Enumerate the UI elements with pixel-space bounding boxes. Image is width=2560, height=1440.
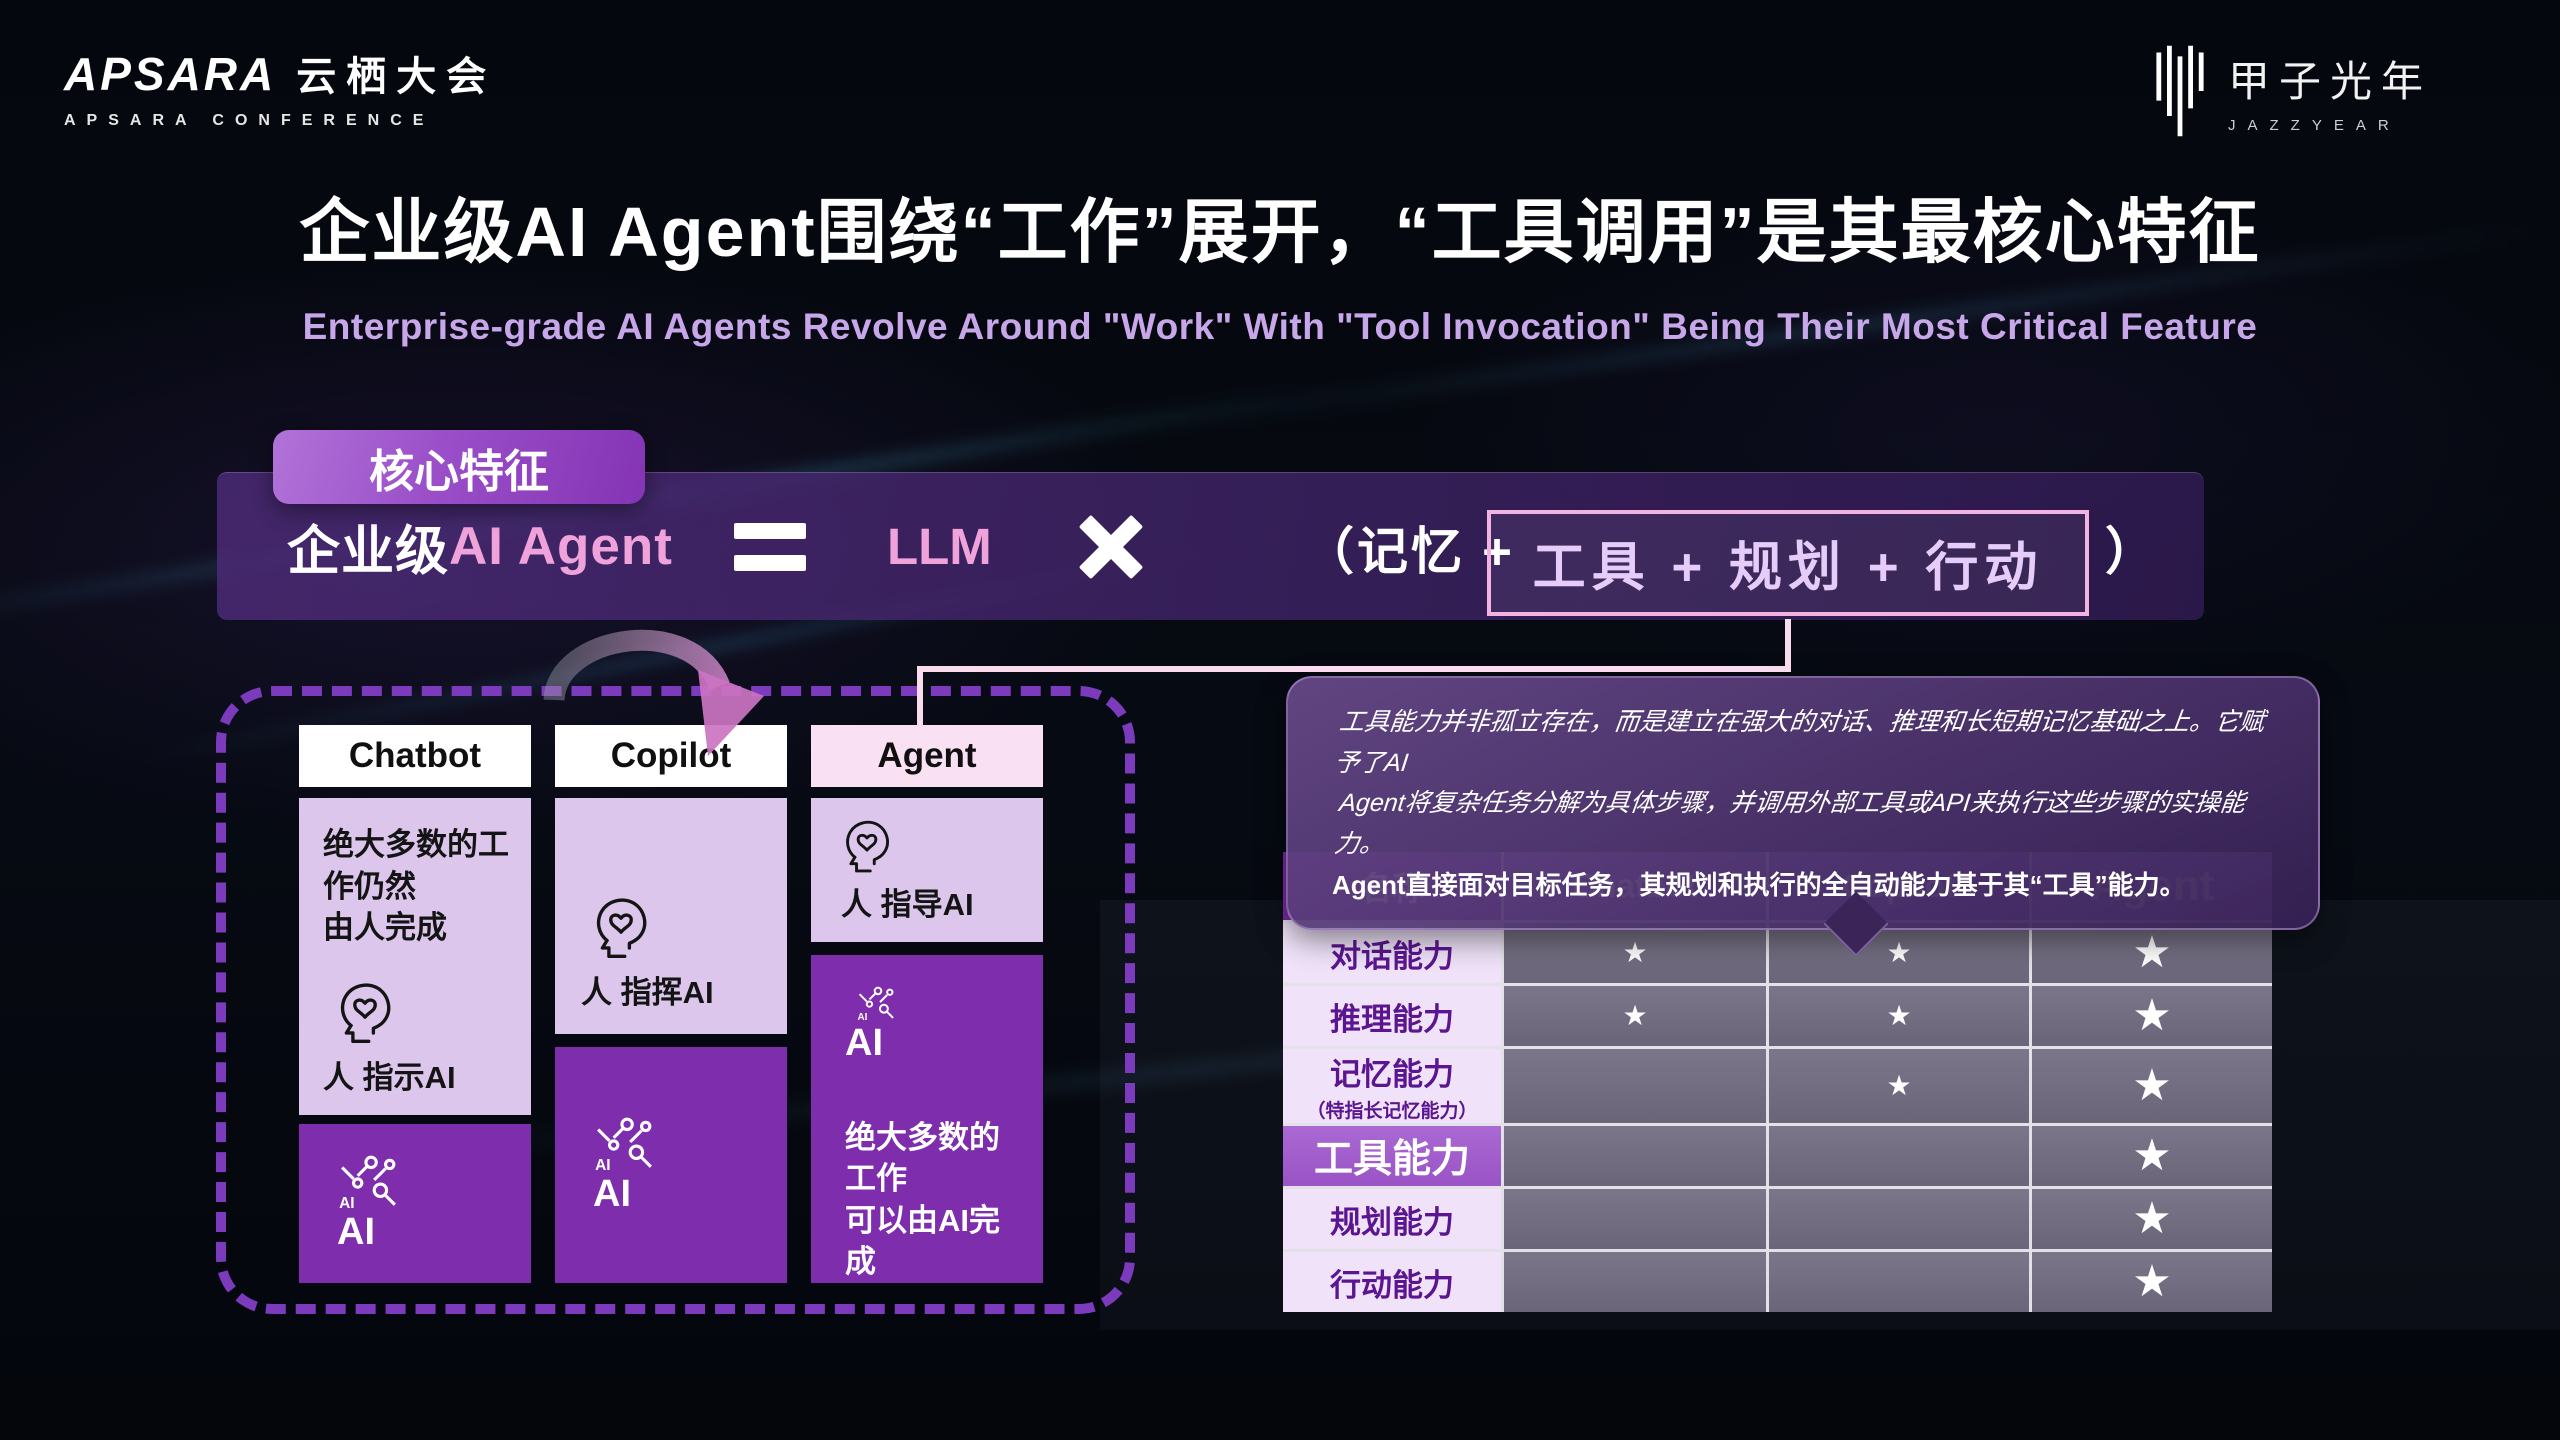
apsara-conference-label: APSARA CONFERENCE: [64, 112, 435, 129]
page-title: 企业级AI Agent围绕“工作”展开，“工具调用”是其最核心特征: [299, 193, 2261, 271]
multiply-icon: [1078, 473, 1144, 620]
agent-column-header: Agent: [811, 725, 1043, 787]
jazzyear-latin-name: JAZZYEAR: [2227, 117, 2401, 134]
tooltip-line-3: Agent直接面对目标任务，其规划和执行的全自动能力基于其“工具”能力。: [1332, 870, 2186, 900]
table-cell: ★: [2032, 986, 2272, 1046]
star: ★: [2132, 928, 2172, 977]
row-label: 规划能力: [1283, 1189, 1501, 1249]
copilot-human-label: 人 指挥AI: [581, 975, 714, 1010]
star: ★: [1886, 1070, 1912, 1101]
svg-text:AI: AI: [339, 1195, 355, 1211]
formula-prefix: 企业级: [287, 521, 449, 581]
table-cell: [1769, 1189, 2029, 1249]
table-cell: ★: [1769, 1049, 2029, 1123]
copilot-human-block: 人 指挥AI: [555, 798, 787, 1034]
tooltip-line-1: 工具能力并非孤立存在，而是建立在强大的对话、推理和长短期记忆基础之上。它赋予了A…: [1332, 708, 2267, 777]
table-cell: [1769, 1252, 2029, 1312]
chatbot-human-block: 绝大多数的工 作仍然 由人完成 人 指示AI: [299, 798, 531, 1115]
human-head-heart-icon: [846, 820, 889, 872]
copilot-ai-label: AI: [593, 1172, 631, 1215]
star: ★: [2132, 1194, 2172, 1243]
page-subtitle: Enterprise-grade AI Agents Revolve Aroun…: [302, 306, 2258, 347]
capability-table: 名称 Chatbot Copilot Agent 对话能力 ★ ★ ★ 推理能力…: [1283, 852, 2272, 1312]
row-label: 记忆能力 （特指长记忆能力）: [1283, 1049, 1501, 1123]
table-cell: ★: [2032, 1126, 2272, 1186]
jazzyear-chinese-name: 甲子光年: [2227, 60, 2432, 106]
tooltip-line-2: Agent将复杂任务分解为具体步骤，并调用外部工具或API来执行这些步骤的实操能…: [1332, 789, 2247, 858]
table-cell: ★: [1769, 923, 2029, 983]
table-cell: ★: [2032, 1189, 2272, 1249]
star: ★: [1622, 1000, 1648, 1031]
chatbot-ai-block: AI AI: [299, 1124, 531, 1283]
chatbot-ai-label: AI: [337, 1211, 375, 1253]
human-head-heart-icon: [340, 983, 391, 1044]
human-head-heart-icon: [596, 898, 647, 959]
copilot-column-header: Copilot: [555, 725, 787, 787]
formula-highlight: AI Agent: [449, 517, 673, 576]
formula-llm: LLM: [887, 518, 992, 575]
core-feature-badge: 核心特征: [273, 430, 645, 504]
table-cell: [1769, 1126, 2029, 1186]
chatbot-top-text: 绝大多数的工 作仍然 由人完成: [323, 827, 509, 946]
table-cell: ★: [2032, 1252, 2272, 1312]
formula-close-paren: ）: [2105, 522, 2157, 580]
tool-capability-tooltip: 工具能力并非孤立存在，而是建立在强大的对话、推理和长短期记忆基础之上。它赋予了A…: [1286, 676, 2320, 957]
ai-circuit-icon: AI: [858, 986, 894, 1022]
agent-ai-label: AI: [845, 1021, 883, 1064]
table-cell: ★: [2032, 1049, 2272, 1123]
agent-bottom-text: 绝大多数的工作 可以由AI完成: [845, 1119, 1000, 1280]
row-label: 对话能力: [1283, 923, 1501, 983]
table-cell: ★: [1504, 923, 1766, 983]
table-cell: [1504, 1252, 1766, 1312]
equals-icon: [734, 473, 806, 620]
copilot-ai-block: AI AI: [555, 1047, 787, 1283]
star: ★: [2132, 991, 2172, 1040]
star: ★: [1622, 937, 1648, 968]
formula-tool-box: 工具 + 规划 + 行动: [1487, 510, 2089, 616]
table-cell: [1504, 1126, 1766, 1186]
table-cell: [1504, 1189, 1766, 1249]
apsara-logo: APSARA 云栖大会 APSARA CONFERENCE: [64, 44, 496, 130]
row-label: 推理能力: [1283, 986, 1501, 1046]
chatbot-human-label: 人 指示AI: [323, 1060, 456, 1095]
jazzyear-bars-icon: [2156, 45, 2204, 137]
apsara-wordmark: APSARA: [64, 48, 277, 100]
apsara-chinese-name: 云栖大会: [296, 55, 497, 99]
jazzyear-logo: 甲子光年 JAZZYEAR: [2154, 42, 2432, 140]
agent-ai-block: AI AI 绝大多数的工作 可以由AI完成: [811, 955, 1043, 1283]
svg-text:AI: AI: [595, 1156, 611, 1172]
table-cell: ★: [1769, 986, 2029, 1046]
star: ★: [2132, 1061, 2172, 1110]
star: ★: [1886, 1000, 1912, 1031]
agent-human-block: 人 指导AI: [811, 798, 1043, 942]
formula-memory-open: （记忆 +: [1303, 522, 1515, 580]
ai-circuit-icon: AI: [339, 1155, 396, 1211]
row-label-tool-highlight: 工具能力: [1283, 1126, 1501, 1186]
row-label-subtext: （特指长记忆能力）: [1306, 1101, 1478, 1122]
svg-text:AI: AI: [858, 1012, 868, 1022]
star: ★: [2132, 1257, 2172, 1306]
table-cell: ★: [1504, 986, 1766, 1046]
chatbot-column-header: Chatbot: [299, 725, 531, 787]
table-cell: ★: [2032, 923, 2272, 983]
ai-circuit-icon: AI: [595, 1117, 652, 1173]
star: ★: [2132, 1131, 2172, 1180]
star: ★: [1886, 937, 1912, 968]
agent-human-label: 人 指导AI: [841, 886, 974, 922]
row-label: 行动能力: [1283, 1252, 1501, 1312]
table-cell: [1504, 1049, 1766, 1123]
